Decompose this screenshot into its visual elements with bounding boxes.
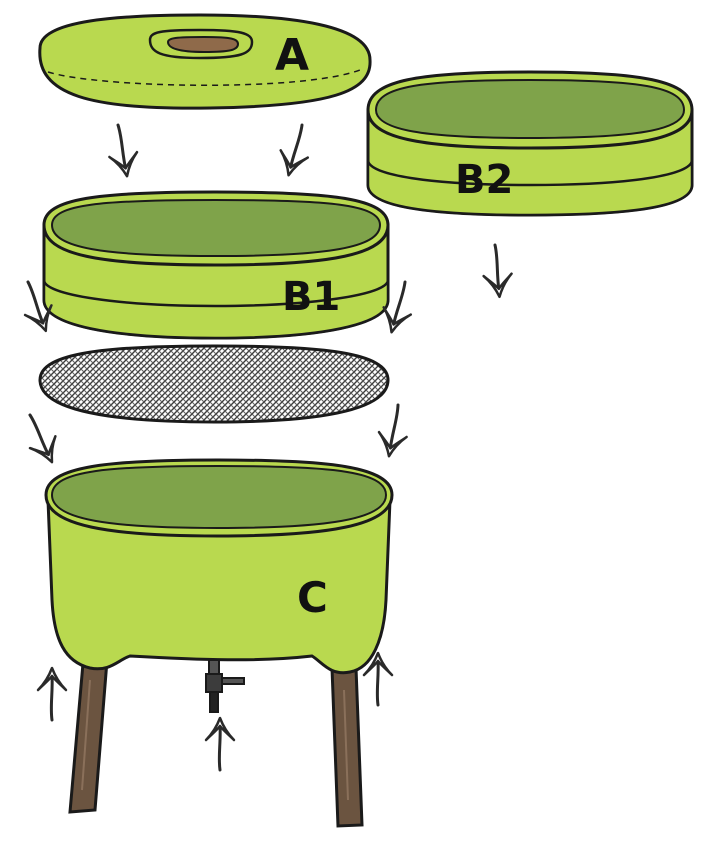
tray-b1-inner — [50, 198, 382, 258]
base-body — [46, 498, 392, 675]
tray-b2-component: B2 — [366, 70, 694, 217]
tap-body — [205, 673, 223, 693]
legs-component — [68, 646, 364, 828]
arrow-b1-left-icon — [23, 280, 53, 333]
tray-b2-inner — [374, 78, 686, 140]
lid-handle-grip — [166, 35, 240, 54]
base-inner — [50, 464, 388, 530]
tray-b2-label: B2 — [455, 157, 513, 203]
mesh-component — [38, 344, 390, 424]
arrow-b2-down-icon — [482, 243, 513, 299]
tray-b1-band — [42, 279, 390, 340]
leg-left — [68, 646, 110, 814]
tap-handle — [221, 677, 245, 685]
arrow-mesh-right-icon — [377, 403, 408, 458]
base-label: C — [297, 573, 328, 622]
tray-b1-component: B1 — [42, 190, 390, 340]
tray-b2-band — [366, 159, 694, 217]
lid-component: A — [38, 13, 372, 110]
tap-neck — [208, 659, 220, 675]
arrow-lid-left-icon — [108, 123, 139, 178]
leg-left-grain — [81, 679, 91, 791]
lid-label: A — [275, 30, 309, 81]
base-component: C — [44, 458, 394, 675]
arrow-b1-right-icon — [382, 280, 413, 334]
lid-shell — [38, 13, 372, 110]
arrow-tap-up-icon — [204, 716, 236, 772]
arrow-mesh-left-icon — [28, 413, 57, 464]
leg-right-grain — [343, 689, 349, 801]
tap-spout — [209, 691, 219, 713]
arrow-leg-left-up-icon — [36, 666, 68, 722]
arrow-leg-right-up-icon — [362, 651, 394, 707]
lid-rim-line — [47, 69, 361, 86]
assembly-arrows — [23, 123, 513, 772]
tray-b1-label: B1 — [282, 274, 340, 320]
tap-component — [205, 659, 245, 713]
arrow-lid-right-icon — [279, 123, 310, 177]
mesh-sheet — [38, 344, 390, 424]
